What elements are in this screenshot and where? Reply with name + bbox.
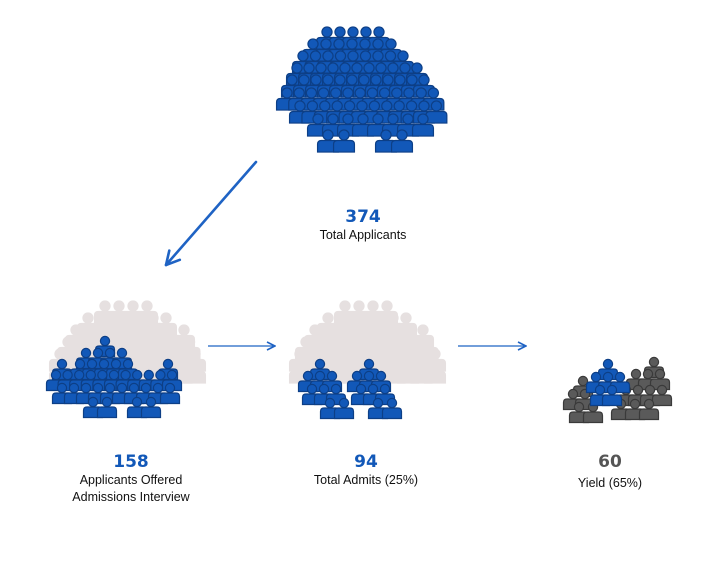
interview-crowd-icon	[45, 335, 183, 419]
total-applicants-stat: 374 Total Applicants	[263, 207, 463, 244]
person-icon	[638, 398, 660, 421]
person-icon	[390, 129, 414, 153]
yield-label: Yield (65%)	[577, 476, 643, 490]
person-icon	[411, 113, 435, 137]
person-icon	[183, 360, 207, 384]
interview-label-line-1: Applicants Offered	[79, 473, 183, 487]
person-icon	[425, 100, 448, 124]
admits-stat: 94 Total Admits (25%)	[276, 452, 456, 489]
admits-count: 94	[354, 452, 378, 472]
interview-count: 158	[113, 452, 149, 472]
interview-stat: 158 Applicants Offered Admissions Interv…	[41, 452, 221, 506]
yield-stat: 60 Yield (65%)	[520, 452, 700, 492]
total-applicants-label: Total Applicants	[319, 228, 407, 242]
diagonal-arrow-icon	[164, 160, 258, 267]
person-icon	[333, 397, 355, 420]
person-icon	[651, 384, 673, 407]
admits-label: Total Admits (25%)	[313, 473, 419, 487]
person-icon	[332, 129, 356, 153]
total-applicants-count: 374	[345, 207, 381, 227]
person-icon	[381, 397, 403, 420]
person-icon	[582, 401, 604, 424]
total-applicants-crowd-icon	[275, 26, 448, 153]
person-icon	[140, 396, 162, 419]
interview-label-line-2: Admissions Interview	[72, 490, 190, 504]
person-icon	[601, 384, 623, 407]
yield-crowd-icon	[562, 356, 673, 424]
person-icon	[159, 382, 181, 405]
yield-count: 60	[598, 452, 622, 472]
admits-crowd-icon	[297, 358, 403, 420]
person-icon	[96, 396, 118, 419]
person-icon	[423, 360, 447, 384]
